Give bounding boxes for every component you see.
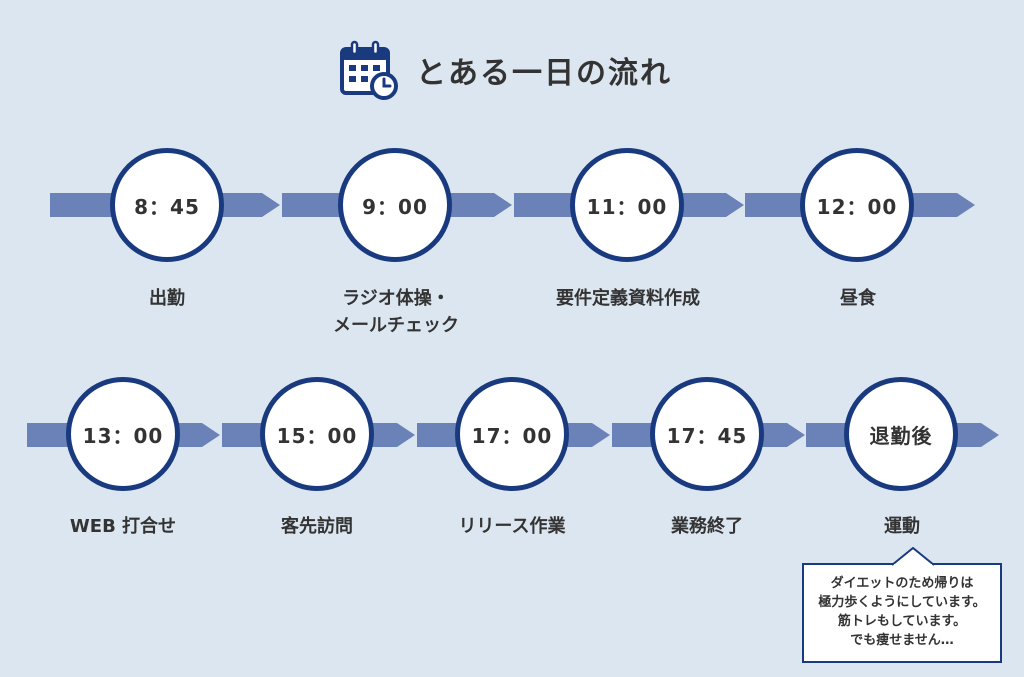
activity-label: リリース作業	[458, 516, 566, 537]
time-circle: 9：00	[338, 148, 452, 262]
activity-label: 業務終了	[671, 516, 743, 537]
time-label: 11：00	[586, 194, 668, 219]
note-bubble-tail	[892, 547, 934, 567]
activity-label: 昼食	[840, 288, 876, 309]
time-circle: 13：00	[66, 377, 180, 491]
time-label: 13：00	[82, 423, 164, 448]
page-title-group: とある一日の流れ	[338, 38, 672, 102]
time-circle: 17：45	[650, 377, 764, 491]
activity-label: WEB 打合せ	[69, 516, 177, 537]
calendar-clock-icon	[340, 40, 398, 100]
note-bubble: ダイエットのため帰りは 極力歩くようにしています。 筋トレもしています。 でも痩…	[802, 563, 1002, 663]
time-circle: 17：00	[455, 377, 569, 491]
note-line: 筋トレもしています。	[837, 614, 967, 629]
activity-label: ラジオ体操・メールチェック	[333, 288, 459, 336]
time-circle: 15：00	[260, 377, 374, 491]
time-label: 17：45	[666, 423, 748, 448]
time-circle: 退勤後	[844, 377, 958, 491]
time-label: 退勤後	[869, 423, 933, 448]
note-line: 極力歩くようにしています。	[818, 595, 986, 610]
note-line: ダイエットのため帰りは	[830, 576, 974, 591]
activity-label: 要件定義資料作成	[556, 288, 700, 309]
time-label: 9：00	[362, 194, 428, 219]
note-line: でも痩せません…	[850, 633, 954, 648]
time-label: 17：00	[471, 423, 553, 448]
activity-label: 出勤	[149, 288, 185, 309]
activity-label: 客先訪問	[281, 516, 353, 537]
page-title: とある一日の流れ	[416, 56, 672, 91]
time-label: 8：45	[134, 194, 200, 219]
activity-label: 運動	[884, 516, 920, 537]
time-label: 12：00	[816, 194, 898, 219]
time-circle: 8：45	[110, 148, 224, 262]
time-circle: 12：00	[800, 148, 914, 262]
time-circle: 11：00	[570, 148, 684, 262]
time-label: 15：00	[276, 423, 358, 448]
